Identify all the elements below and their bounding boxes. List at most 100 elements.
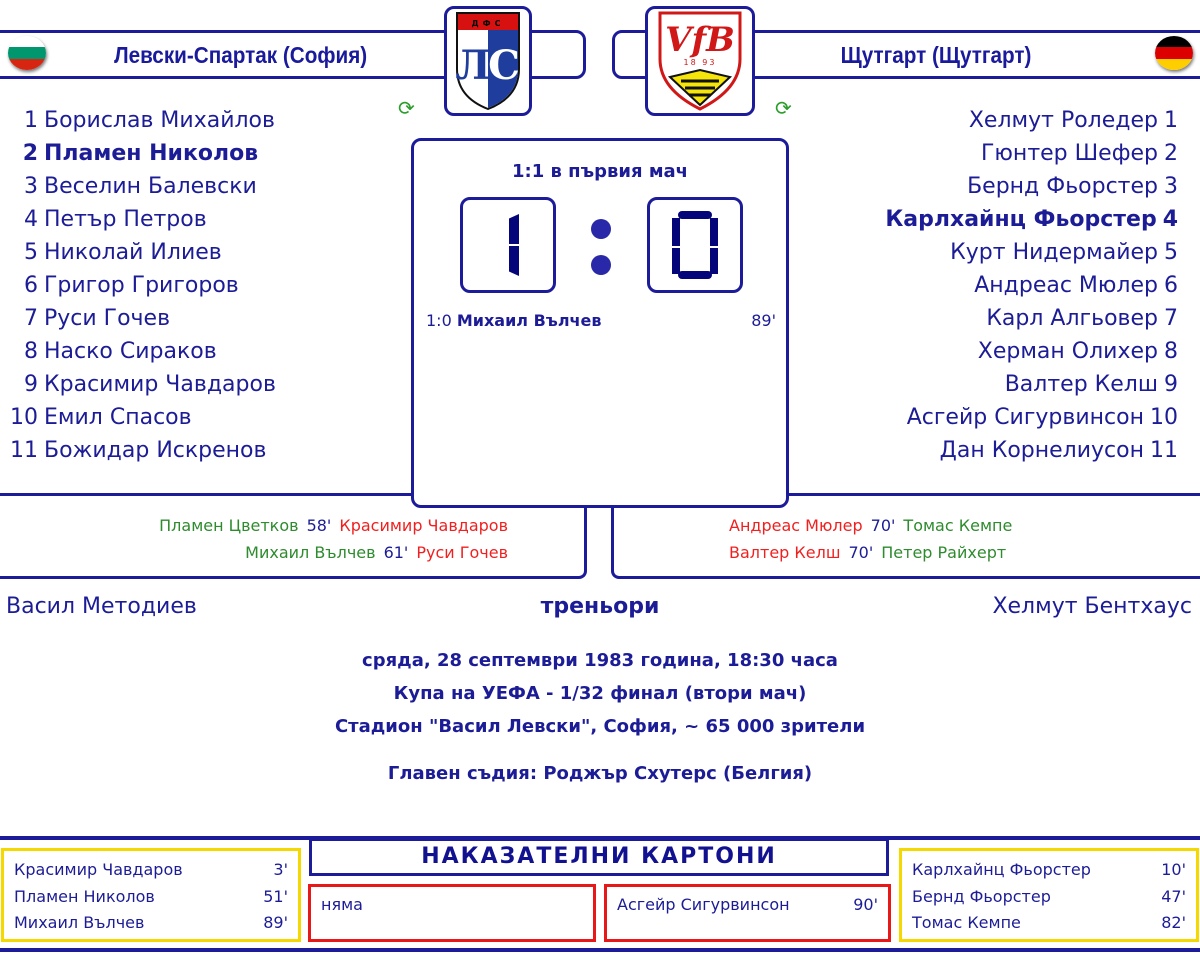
away-team-name[interactable]: Щутгарт (Щутгарт) xyxy=(840,42,1032,68)
player-name[interactable]: Андреас Мюлер xyxy=(974,273,1158,298)
player-name[interactable]: Наско Сираков xyxy=(44,339,217,364)
player-number: 1 xyxy=(24,108,38,133)
goal-scorer[interactable]: Михаил Вълчев xyxy=(456,311,602,330)
away-coach[interactable]: Хелмут Бентхаус xyxy=(992,594,1192,619)
player-name[interactable]: Карлхайнц Фьорстер xyxy=(885,207,1157,232)
player-name[interactable]: Хелмут Роледер xyxy=(968,108,1158,133)
player-name[interactable]: Дан Корнелиусон xyxy=(939,438,1144,463)
yellow-card-row: Карлхайнц Фьорстер 10' xyxy=(912,857,1186,884)
yellow-card-minute: 10' xyxy=(1161,860,1186,879)
player-name[interactable]: Божидар Искренов xyxy=(44,438,267,463)
sub-minute: 58' xyxy=(306,516,332,535)
yellow-card-player[interactable]: Карлхайнц Фьорстер xyxy=(912,860,1091,879)
away-substitution-icon: ⟳ xyxy=(775,96,792,120)
yellow-card-player[interactable]: Томас Кемпе xyxy=(912,913,1021,932)
player-name[interactable]: Курт Нидермайер xyxy=(950,240,1158,265)
sub-out-player[interactable]: Андреас Мюлер xyxy=(729,516,863,535)
home-team-name[interactable]: Левски-Спартак (София) xyxy=(114,42,368,68)
home-subs-box xyxy=(0,508,587,579)
sub-out-player[interactable]: Руси Гочев xyxy=(416,543,508,562)
svg-text:Л: Л xyxy=(455,42,490,89)
player-name[interactable]: Красимир Чавдаров xyxy=(44,372,276,397)
player-number: 4 xyxy=(24,207,38,232)
player-number: 6 xyxy=(1164,273,1178,298)
sub-minute: 61' xyxy=(383,543,409,562)
yellow-card-row: Томас Кемпе 82' xyxy=(912,910,1186,937)
sub-in-player[interactable]: Петер Райхерт xyxy=(881,543,1007,562)
player-name[interactable]: Николай Илиев xyxy=(44,240,222,265)
yellow-card-player[interactable]: Бернд Фьорстер xyxy=(912,886,1051,906)
player-name[interactable]: Пламен Николов xyxy=(44,141,259,166)
home-crest: ДФС Л С xyxy=(444,6,532,116)
player-name[interactable]: Херман Олихер xyxy=(977,339,1158,364)
player-number: 7 xyxy=(24,306,38,331)
away-crest: VfB 18 93 xyxy=(645,6,755,116)
player-name[interactable]: Емил Спасов xyxy=(44,405,192,430)
sub-in-player[interactable]: Пламен Цветков xyxy=(159,516,299,535)
player-number: 6 xyxy=(24,273,38,298)
red-card-player[interactable]: Асгейр Сигурвинсон xyxy=(617,895,790,914)
player-name[interactable]: Руси Гочев xyxy=(44,306,171,331)
home-crest-text: ДФС xyxy=(472,19,505,28)
sub-out-player[interactable]: Валтер Келш xyxy=(729,543,841,562)
stadium[interactable]: Стадион "Васил Левски", София, ~ 65 000 … xyxy=(334,716,866,737)
away-score-digit xyxy=(647,197,743,293)
player-name[interactable]: Петър Петров xyxy=(44,207,207,232)
vfb-crest-icon: VfB 18 93 xyxy=(658,11,742,111)
yellow-card-player[interactable]: Пламен Николов xyxy=(14,886,155,906)
svg-text:VfB: VfB xyxy=(665,20,735,60)
yellow-card-player[interactable]: Михаил Вълчев xyxy=(14,913,145,932)
player-name[interactable]: Григор Григоров xyxy=(44,273,239,298)
yellow-card-minute: 82' xyxy=(1161,913,1186,932)
player-name[interactable]: Карл Алгьовер xyxy=(986,306,1158,331)
match-date: сряда, 28 септември 1983 година, 18:30 ч… xyxy=(362,650,838,671)
player-number: 3 xyxy=(24,174,38,199)
home-red-card-value: няма xyxy=(321,895,363,914)
yellow-card-player[interactable]: Красимир Чавдаров xyxy=(14,860,183,879)
player-name[interactable]: Борислав Михайлов xyxy=(44,108,275,133)
player-number: 5 xyxy=(24,240,38,265)
home-coach[interactable]: Васил Методиев xyxy=(6,594,197,619)
score-separator-dot xyxy=(591,219,611,239)
yellow-card-minute: 51' xyxy=(263,886,288,906)
sub-in-player[interactable]: Томас Кемпе xyxy=(903,516,1013,535)
player-number: 3 xyxy=(1164,174,1178,199)
player-name[interactable]: Веселин Балевски xyxy=(44,174,257,199)
player-number: 8 xyxy=(24,339,38,364)
player-number: 9 xyxy=(1164,372,1178,397)
substitution-row: Михаил Вълчев 61' Руси Гочев xyxy=(159,539,508,566)
sub-out-player[interactable]: Красимир Чавдаров xyxy=(339,516,508,535)
player-name[interactable]: Валтер Келш xyxy=(1004,372,1158,397)
competition[interactable]: Купа на УЕФА - 1/32 финал (втори мач) xyxy=(393,683,807,704)
sub-in-player[interactable]: Михаил Вълчев xyxy=(245,543,376,562)
player-name[interactable]: Гюнтер Шефер xyxy=(981,141,1158,166)
player-number: 5 xyxy=(1164,240,1178,265)
player-name[interactable]: Асгейр Сигурвинсон xyxy=(906,405,1144,430)
score-separator-dot xyxy=(591,255,611,275)
player-number: 7 xyxy=(1164,306,1178,331)
player-name[interactable]: Бернд Фьорстер xyxy=(967,174,1158,199)
home-red-cards: няма xyxy=(308,884,596,942)
germany-flag-icon xyxy=(1155,36,1193,70)
